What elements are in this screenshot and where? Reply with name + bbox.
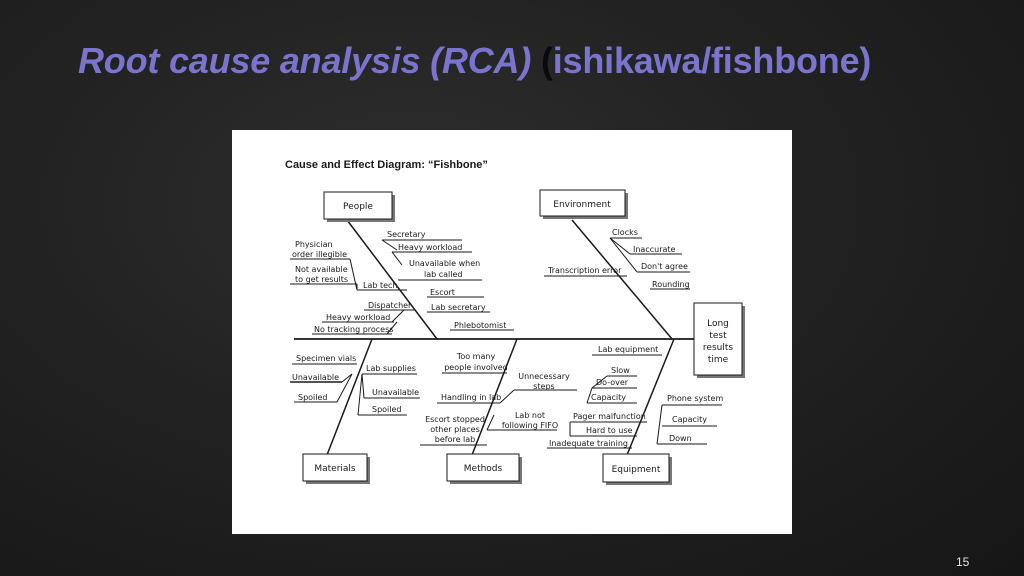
category-materials: Materials [314,464,356,474]
cause-do-over: Do-over [596,378,629,387]
cause-physician-1: Physician [295,240,333,249]
cause-phone-system: Phone system [667,394,723,403]
cause-physician-2: order illegible [292,250,347,259]
cause-spoiled-2: Spoiled [372,405,402,414]
effect-line-2: test [709,331,727,341]
methods-box [446,453,520,482]
bone-materials [326,338,373,456]
fishbone-figure: Cause and Effect Diagram: “Fishbone” Peo… [232,130,792,534]
cause-no-tracking: No tracking process [314,325,393,334]
cause-too-many-2: people involved [444,363,508,372]
cause-lab-secretary: Lab secretary [431,303,486,312]
effect-line-1: Long [707,319,729,329]
cause-heavy-workload-2: Heavy workload [326,313,390,322]
category-boxes [302,189,745,485]
cause-unavailable-2: Unavailable [372,388,419,397]
cause-lab-not-1: Lab not [515,411,545,420]
cause-escort-3: before lab [435,435,476,444]
cause-specimen-vials: Specimen vials [296,354,356,363]
people-box [323,191,393,220]
category-environment: Environment [553,200,611,210]
cause-dispatcher: Dispatcher [368,301,412,310]
cause-inadequate: Inadequate training [549,439,628,448]
fishbone-diagram: Cause and Effect Diagram: “Fishbone” Peo… [285,159,745,485]
category-equipment: Equipment [612,465,661,475]
cause-dont-agree: Don't agree [641,262,688,271]
cause-spoiled-1: Spoiled [298,393,328,402]
cause-unnecessary-2: steps [533,382,554,391]
cause-phlebotomist: Phlebotomist [454,321,506,330]
effect-box [693,302,743,376]
cause-lab-not-2: following FIFO [502,421,558,430]
category-people: People [343,202,373,212]
cause-rounding: Rounding [652,280,690,289]
cause-down: Down [669,434,692,443]
page-number: 15 [956,555,970,569]
cause-escort: Escort [430,288,455,297]
title-paren: ( [540,40,553,81]
cause-lab-supplies: Lab supplies [366,364,416,373]
cause-hard-to-use: Hard to use [586,426,633,435]
bone-methods [471,338,518,456]
environment-box [539,189,626,217]
cause-unnecessary-1: Unnecessary [518,372,570,381]
diagram-title: Cause and Effect Diagram: “Fishbone” [285,159,488,171]
effect-line-3: results [703,343,733,353]
cause-not-available-2: to get results [295,275,348,284]
cause-lab-equipment: Lab equipment [598,345,658,354]
cause-not-available-1: Not available [295,265,348,274]
cause-pager: Pager malfunction [573,412,646,421]
diagram-lines [290,219,722,456]
cause-clocks: Clocks [612,228,638,237]
cause-slow: Slow [611,366,630,375]
cause-unavailable-when-1: Unavailable when [409,259,480,268]
cause-capacity-1: Capacity [591,393,626,402]
bone-environment [571,219,673,340]
cause-secretary: Secretary [387,230,426,239]
cause-handling: Handling in lab [441,393,501,402]
cause-escort-1: Escort stopped [425,415,485,424]
materials-box [302,453,368,482]
bone-people [346,219,438,340]
cause-transcription-error: Transcription error [547,266,622,275]
slide-title: Root cause analysis (RCA) (ishikawa/fish… [78,40,871,82]
cause-too-many-1: Too many [456,352,496,361]
cause-heavy-workload-1: Heavy workload [398,243,462,252]
cause-unavailable-when-2: lab called [424,270,463,279]
cause-inaccurate: Inaccurate [633,245,676,254]
cause-capacity-2: Capacity [672,415,707,424]
cause-unavailable-1: Unavailable [292,373,339,382]
category-methods: Methods [464,464,503,474]
cause-lab-tech: Lab tech [363,281,398,290]
title-main: Root cause analysis (RCA) [78,40,532,81]
equipment-box [602,453,670,483]
effect-line-4: time [708,355,729,365]
title-sub: ishikawa/fishbone) [552,40,872,81]
cause-escort-2: other places [430,425,480,434]
